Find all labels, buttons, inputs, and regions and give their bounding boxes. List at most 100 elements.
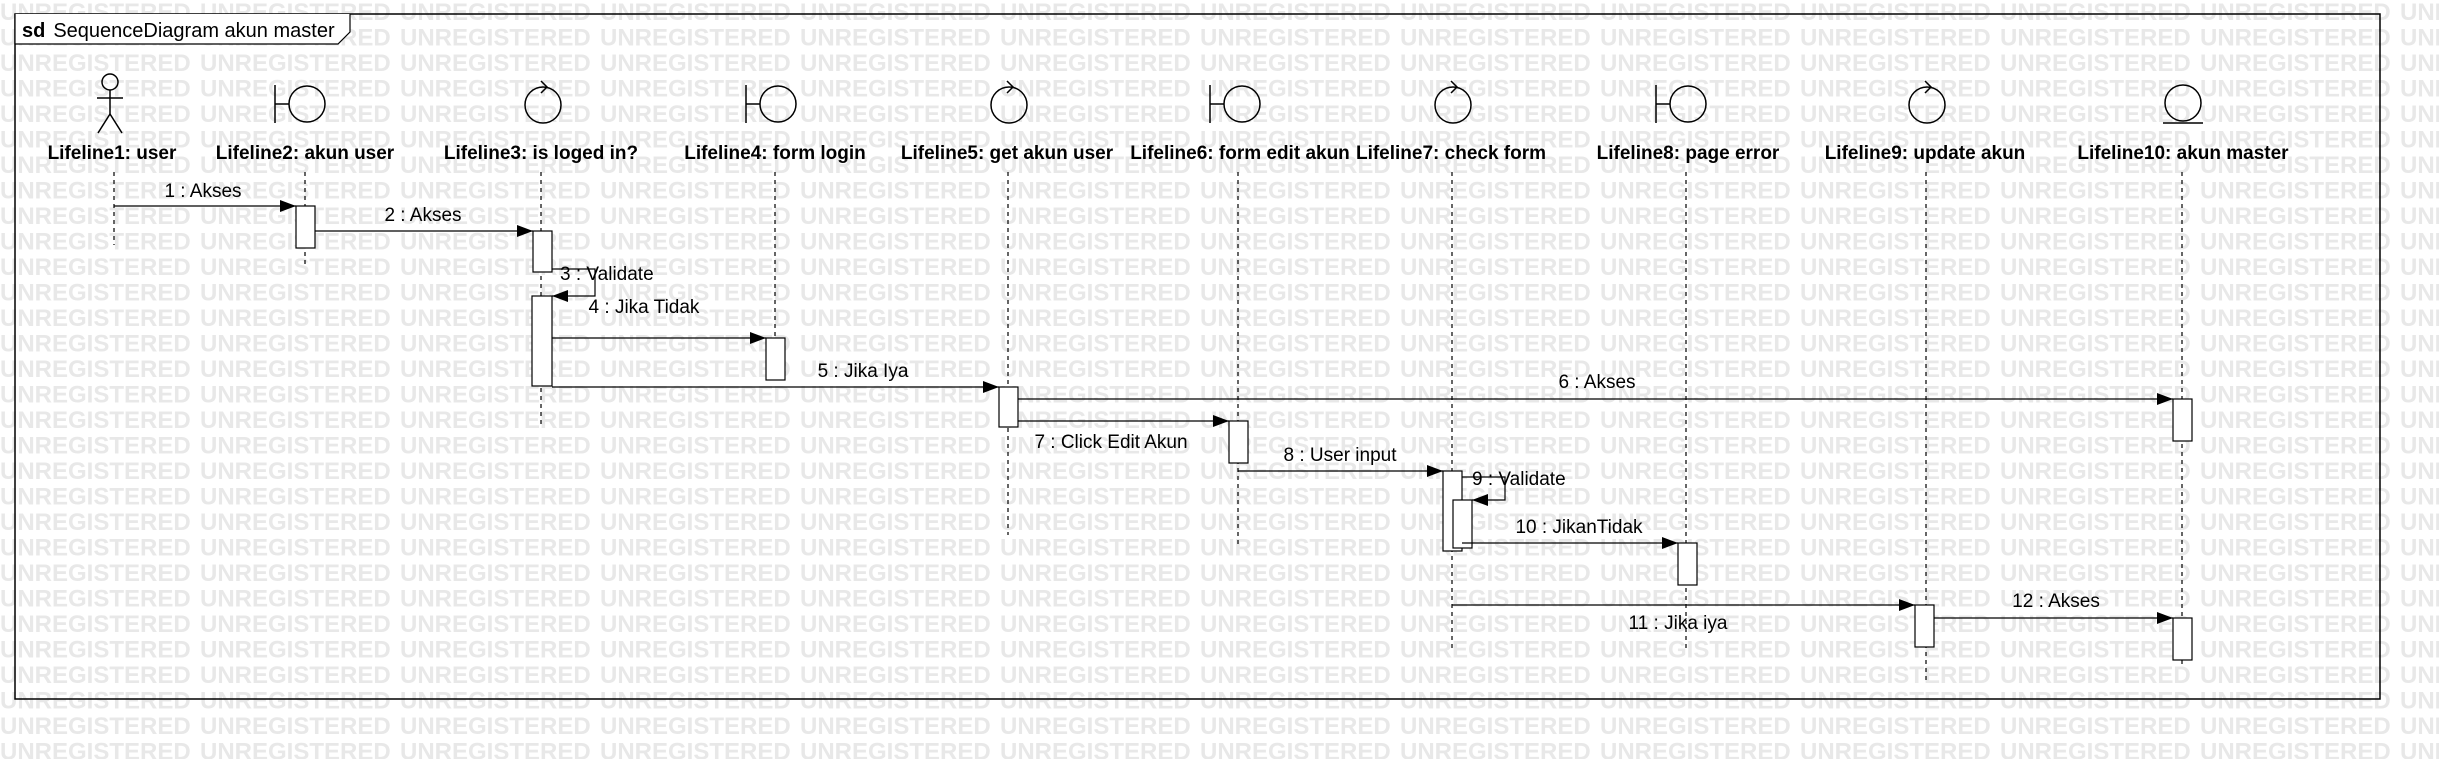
boundary-icon [745, 85, 797, 123]
watermark-text: UNREGISTERED [2200, 407, 2391, 434]
watermark-text: UNREGISTERED [2400, 254, 2439, 281]
watermark-text: UNREGISTERED [1800, 127, 1991, 154]
watermark-text: UNREGISTERED [400, 254, 591, 281]
watermark-text: UNREGISTERED [2000, 586, 2191, 613]
watermark-text: UNREGISTERED [1200, 688, 1391, 715]
watermark-text: UNREGISTERED [400, 637, 591, 664]
watermark-text: UNREGISTERED [0, 662, 191, 689]
watermark-text: UNREGISTERED [1200, 484, 1391, 511]
watermark-text: UNREGISTERED [800, 178, 991, 205]
watermark-text: UNREGISTERED [200, 254, 391, 281]
activation-bar [532, 230, 553, 273]
activation-bar [2172, 398, 2193, 442]
watermark-text: UNREGISTERED [200, 101, 391, 128]
watermark-text: UNREGISTERED [200, 688, 391, 715]
watermark-text: UNREGISTERED [2000, 637, 2191, 664]
watermark-text: UNREGISTERED [400, 178, 591, 205]
watermark-text: UNREGISTERED [2400, 637, 2439, 664]
watermark-text: UNREGISTERED [800, 662, 991, 689]
watermark-text: UNREGISTERED [1000, 305, 1191, 332]
watermark-text: UNREGISTERED [0, 356, 191, 383]
message-label: 10 : JikanTidak [1515, 517, 1643, 538]
watermark-text: UNREGISTERED [800, 407, 991, 434]
watermark-text: UNREGISTERED [1400, 254, 1591, 281]
watermark-text: UNREGISTERED [0, 101, 191, 128]
watermark-text: UNREGISTERED [800, 203, 991, 230]
message-1: 1 : Akses [114, 181, 296, 212]
watermark-text: UNREGISTERED [1400, 229, 1591, 256]
watermark-text: UNREGISTERED [600, 484, 791, 511]
watermark-text: UNREGISTERED [400, 356, 591, 383]
watermark-text: UNREGISTERED [400, 611, 591, 638]
message-label: 3 : Validate [560, 264, 654, 285]
watermark-text: UNREGISTERED [800, 25, 991, 52]
watermark-text: UNREGISTERED [1200, 356, 1391, 383]
watermark-text: UNREGISTERED [1000, 535, 1191, 562]
watermark-text: UNREGISTERED [2000, 0, 2191, 26]
watermark-text: UNREGISTERED [1800, 50, 1991, 77]
activation-bar [1914, 604, 1935, 648]
watermark-text: UNREGISTERED [200, 178, 391, 205]
watermark-text: UNREGISTERED [1600, 101, 1791, 128]
watermark-text: UNREGISTERED [1400, 688, 1591, 715]
watermark-text: UNREGISTERED [0, 203, 191, 230]
boundary-icon [274, 85, 326, 123]
watermark-text: UNREGISTERED [0, 611, 191, 638]
watermark-text: UNREGISTERED [200, 382, 391, 409]
watermark-text: UNREGISTERED [800, 356, 991, 383]
watermark-text: UNREGISTERED [0, 407, 191, 434]
watermark-text: UNREGISTERED [1800, 458, 1991, 485]
watermark-text: UNREGISTERED [600, 586, 791, 613]
watermark-text: UNREGISTERED [1200, 229, 1391, 256]
watermark-text: UNREGISTERED [1600, 382, 1791, 409]
watermark-text: UNREGISTERED [800, 382, 991, 409]
actor-icon [97, 73, 123, 134]
frame-keyword: sd [22, 20, 45, 42]
watermark-text: UNREGISTERED [200, 560, 391, 587]
watermark-text: UNREGISTERED [200, 739, 391, 759]
watermark-text: UNREGISTERED [1400, 178, 1591, 205]
watermark-text: UNREGISTERED [1800, 101, 1991, 128]
watermark-text: UNREGISTERED [2200, 586, 2391, 613]
watermark-text: UNREGISTERED [2200, 25, 2391, 52]
boundary-icon [1209, 85, 1261, 123]
watermark-text: UNREGISTERED [2400, 280, 2439, 307]
watermark-text: UNREGISTERED [0, 76, 191, 103]
watermark-text: UNREGISTERED [0, 484, 191, 511]
watermark-text: UNREGISTERED [2200, 637, 2391, 664]
watermark-text: UNREGISTERED [2200, 356, 2391, 383]
watermark-text: UNREGISTERED [2400, 50, 2439, 77]
watermark-text: UNREGISTERED [1000, 586, 1191, 613]
watermark-text: UNREGISTERED [200, 229, 391, 256]
watermark-text: UNREGISTERED [2200, 152, 2391, 179]
watermark-text: UNREGISTERED [200, 280, 391, 307]
watermark-text: UNREGISTERED [2200, 76, 2391, 103]
watermark-text: UNREGISTERED [1200, 127, 1391, 154]
watermark-text: UNREGISTERED [1200, 331, 1391, 358]
watermark-text: UNREGISTERED [2000, 535, 2191, 562]
watermark-text: UNREGISTERED [200, 713, 391, 740]
watermark-text: UNREGISTERED [1600, 739, 1791, 759]
watermark-text: UNREGISTERED [1600, 76, 1791, 103]
watermark-text: UNREGISTERED [1200, 560, 1391, 587]
watermark-text: UNREGISTERED [400, 25, 591, 52]
watermark-text: UNREGISTERED [1000, 152, 1191, 179]
watermark-text: UNREGISTERED [600, 25, 791, 52]
watermark-text: UNREGISTERED [200, 152, 391, 179]
watermark-text: UNREGISTERED [1800, 331, 1991, 358]
watermark-text: UNREGISTERED [1400, 76, 1591, 103]
watermark-text: UNREGISTERED [1000, 560, 1191, 587]
watermark-text: UNREGISTERED [800, 611, 991, 638]
control-icon [1434, 80, 1472, 124]
watermark-text: UNREGISTERED [800, 433, 991, 460]
watermark-text: UNREGISTERED [1600, 713, 1791, 740]
watermark-text: UNREGISTERED [600, 560, 791, 587]
watermark-text: UNREGISTERED [0, 535, 191, 562]
message-2: 2 : Akses [315, 205, 533, 237]
watermark-text: UNREGISTERED [2400, 76, 2439, 103]
watermark-text: UNREGISTERED [1400, 331, 1591, 358]
watermark-text: UNREGISTERED [1600, 254, 1791, 281]
watermark-text: UNREGISTERED [2000, 739, 2191, 759]
watermark-text: UNREGISTERED [1600, 50, 1791, 77]
